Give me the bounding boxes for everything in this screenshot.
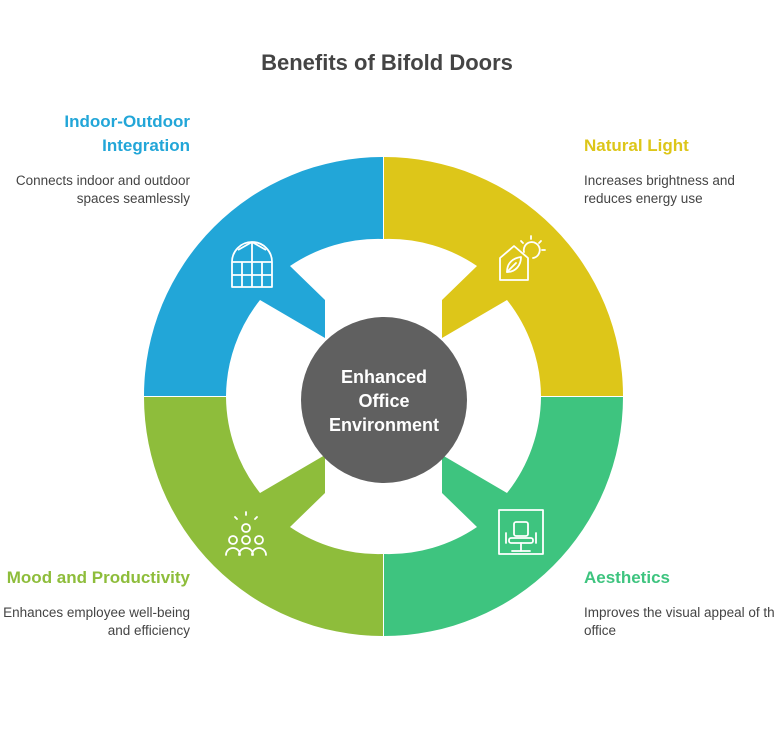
center-label: Enhanced Office Environment <box>301 318 467 484</box>
benefit-heading: Natural Light <box>584 136 689 155</box>
benefit-heading: Indoor-Outdoor Integration <box>64 112 190 155</box>
sun-house-leaf-icon <box>499 235 546 281</box>
benefit-aesthetics: Aesthetics Improves the visual appeal of… <box>584 566 774 640</box>
team-idea-icon <box>225 511 267 556</box>
benefit-indoor-outdoor: Indoor-Outdoor Integration Connects indo… <box>0 110 190 208</box>
benefit-heading: Aesthetics <box>584 568 670 587</box>
benefit-description: Improves the visual appeal of the office <box>584 605 774 638</box>
diagram-title: Benefits of Bifold Doors <box>261 50 513 75</box>
office-chair-frame-icon <box>498 509 544 555</box>
benefit-natural-light: Natural Light Increases brightness and r… <box>584 134 774 208</box>
benefit-mood-productivity: Mood and Productivity Enhances employee … <box>0 566 190 640</box>
benefit-description: Connects indoor and outdoor spaces seaml… <box>15 173 190 206</box>
center-label-text: Enhanced Office Environment <box>328 367 439 435</box>
segment-natural-light <box>384 157 623 396</box>
center-circle <box>301 317 467 483</box>
benefit-heading: Mood and Productivity <box>6 568 190 587</box>
benefit-description: Enhances employee well-being and efficie… <box>3 605 190 638</box>
benefit-description: Increases brightness and reduces energy … <box>584 173 735 206</box>
segment-indoor-outdoor <box>144 157 383 396</box>
segment-mood-productivity <box>144 397 383 636</box>
arched-window-icon <box>231 241 273 288</box>
